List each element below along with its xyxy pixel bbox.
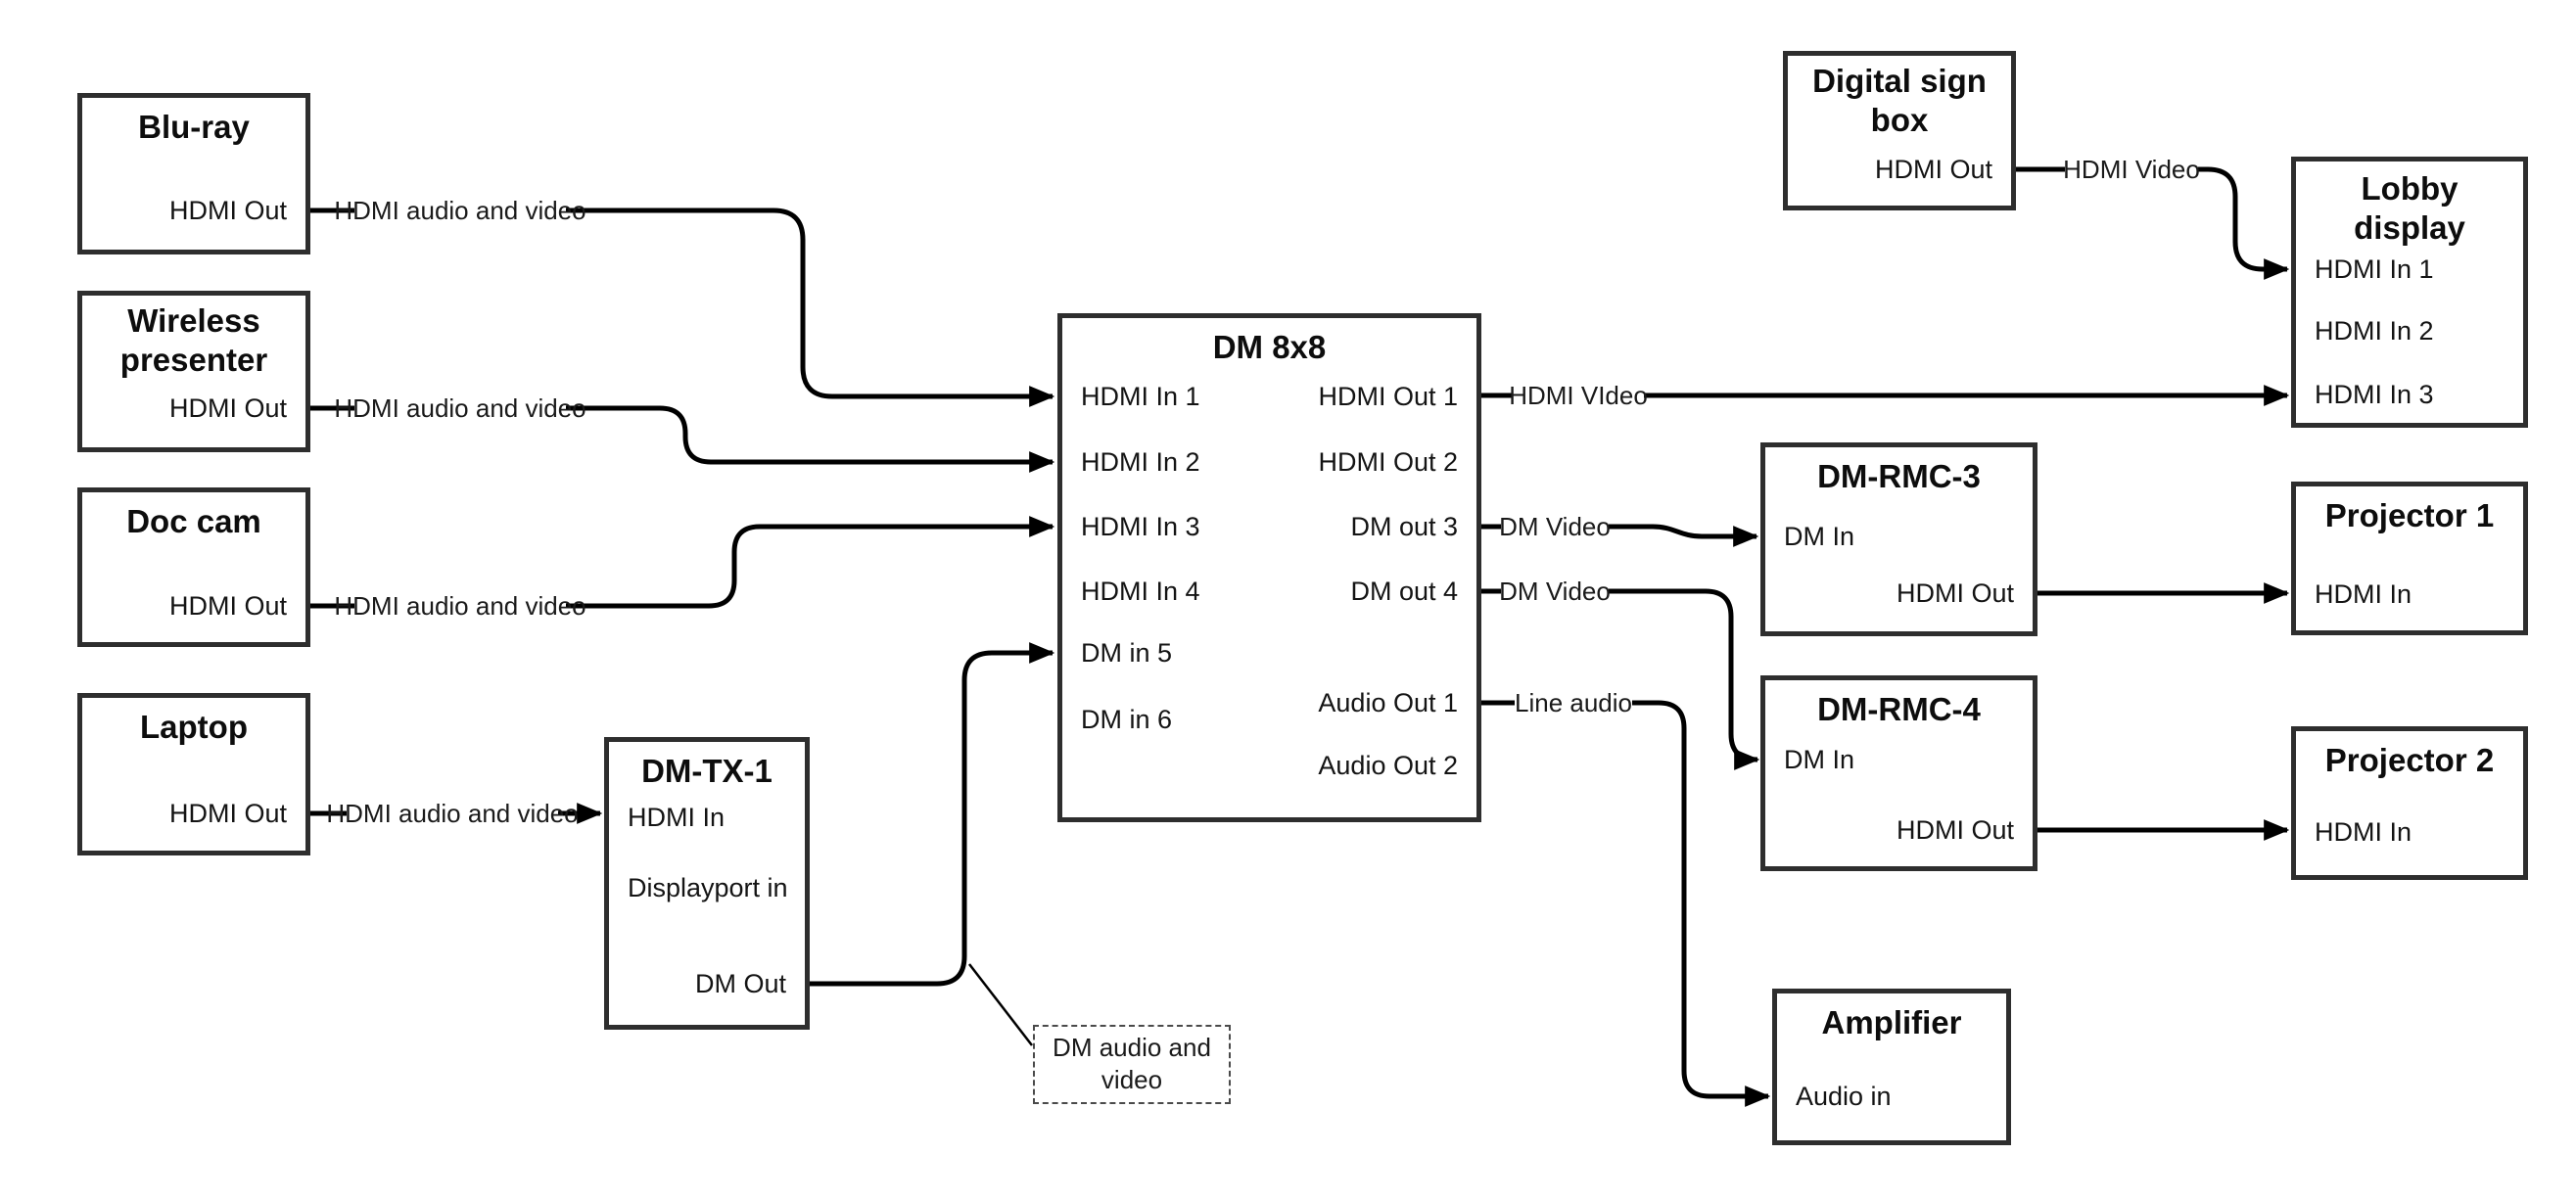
port-rmc4-hdmi-out: HDMI Out: [1896, 815, 2014, 845]
wire-label-digital-sign: HDMI Video: [2063, 153, 2200, 186]
port-laptop-hdmi-out: HDMI Out: [168, 799, 287, 828]
node-lobby-display: Lobby display HDMI In 1 HDMI In 2 HDMI I…: [2291, 157, 2528, 428]
port-projector1-hdmi-in: HDMI In: [2315, 579, 2412, 609]
port-dm8x8-hdmi-in-1: HDMI In 1: [1081, 382, 1200, 411]
port-rmc3-dm-in: DM In: [1784, 522, 1855, 551]
port-dm8x8-hdmi-in-2: HDMI In 2: [1081, 447, 1200, 477]
wire-label-dm-out-4: DM Video: [1499, 575, 1611, 608]
node-wireless-presenter-title: Wireless presenter: [119, 302, 268, 378]
wire-dm8x8-dmout4-to-rmc4-dm-in: [1481, 588, 1760, 770]
wire-dm8x8-audioout1-to-amplifier: [1481, 700, 1771, 1107]
port-lobby-hdmi-in-3: HDMI In 3: [2315, 380, 2434, 409]
svg-text:HDMI audio and video: HDMI audio and video: [334, 196, 585, 225]
wire-label-wireless: HDMI audio and video: [334, 392, 586, 425]
node-dm-rmc-3-title: DM-RMC-3: [1817, 458, 1981, 494]
node-amplifier-title: Amplifier: [1821, 1004, 1962, 1040]
port-dm8x8-hdmi-in-4: HDMI In 4: [1081, 577, 1200, 606]
port-projector2-hdmi-in: HDMI In: [2315, 817, 2412, 847]
port-dmtx1-displayport-in: Displayport in: [628, 873, 788, 902]
port-dm8x8-dm-in-5: DM in 5: [1081, 638, 1173, 668]
port-dm8x8-audio-out-1: Audio Out 1: [1318, 688, 1458, 717]
port-dm8x8-audio-out-2: Audio Out 2: [1318, 751, 1458, 780]
wire-wireless-to-dm8x8-hdmi-in-2: [310, 405, 1055, 473]
svg-text:HDMI audio and video: HDMI audio and video: [334, 393, 585, 423]
node-dm-8x8-title: DM 8x8: [1212, 329, 1327, 365]
port-dm8x8-dm-out-3: DM out 3: [1350, 512, 1458, 541]
port-rmc4-dm-in: DM In: [1784, 745, 1855, 774]
port-dm8x8-hdmi-in-3: HDMI In 3: [1081, 512, 1200, 541]
wire-label-laptop: HDMI audio and video: [326, 797, 579, 830]
wire-dm8x8-dmout3-to-rmc3-dm-in: [1481, 524, 1759, 547]
svg-text:HDMI audio and video: HDMI audio and video: [334, 591, 585, 621]
port-dm8x8-hdmi-out-1: HDMI Out 1: [1318, 382, 1458, 411]
port-lobby-hdmi-in-2: HDMI In 2: [2315, 316, 2434, 346]
node-laptop-title: Laptop: [140, 709, 248, 745]
node-wireless-presenter: Wireless presenter HDMI Out: [77, 291, 310, 452]
port-amplifier-audio-in: Audio in: [1796, 1082, 1892, 1111]
wire-label-bluray: HDMI audio and video: [334, 194, 586, 227]
node-dm-rmc-4: DM-RMC-4 DM In HDMI Out: [1760, 675, 2037, 871]
port-wireless-hdmi-out: HDMI Out: [168, 393, 287, 423]
node-projector-1: Projector 1 HDMI In: [2291, 482, 2528, 635]
node-dm-rmc-4-title: DM-RMC-4: [1817, 691, 1981, 727]
port-dmtx1-hdmi-in: HDMI In: [628, 803, 726, 832]
node-projector-2-title: Projector 2: [2324, 742, 2495, 778]
node-projector-2: Projector 2 HDMI In: [2291, 726, 2528, 880]
node-digital-sign-box-title: Digital sign box: [1812, 63, 1987, 138]
node-projector-1-title: Projector 1: [2324, 497, 2495, 533]
note-dm-audio-and-video: DM audio and video: [1033, 1025, 1231, 1104]
wire-label-dm-out-3: DM Video: [1499, 510, 1611, 543]
node-doc-cam-title: Doc cam: [126, 503, 261, 539]
node-dm-tx-1: DM-TX-1 HDMI In Displayport in DM Out: [604, 737, 810, 1030]
node-dm-rmc-3: DM-RMC-3 DM In HDMI Out: [1760, 442, 2037, 636]
port-bluray-hdmi-out: HDMI Out: [168, 196, 287, 225]
node-blu-ray: Blu-ray HDMI Out: [77, 93, 310, 254]
svg-text:DM Video: DM Video: [1499, 512, 1611, 541]
wire-digitalsign-to-lobby-hdmi-in-1: [2016, 166, 2290, 280]
port-dm8x8-hdmi-out-2: HDMI Out 2: [1318, 447, 1458, 477]
wire-doccam-to-dm8x8-hdmi-in-3: [310, 516, 1055, 609]
node-dm-8x8: DM 8x8 HDMI In 1 HDMI In 2 HDMI In 3 HDM…: [1057, 313, 1481, 822]
port-lobby-hdmi-in-1: HDMI In 1: [2315, 254, 2434, 284]
svg-text:HDMI audio and video: HDMI audio and video: [326, 799, 578, 828]
svg-text:Line audio: Line audio: [1515, 688, 1632, 717]
svg-text:DM Video: DM Video: [1499, 577, 1611, 606]
wire-label-doccam: HDMI audio and video: [334, 589, 586, 623]
node-blu-ray-title: Blu-ray: [138, 109, 250, 145]
wire-dmtx1-dmout-to-dm8x8-dm-in-5: [810, 642, 1055, 987]
port-dmtx1-dm-out: DM Out: [694, 969, 786, 998]
node-doc-cam: Doc cam HDMI Out: [77, 487, 310, 647]
node-laptop: Laptop HDMI Out: [77, 693, 310, 855]
note-callout-line: [968, 963, 1033, 1046]
node-dm-tx-1-title: DM-TX-1: [641, 753, 773, 789]
wire-label-hdmi-out-1: HDMI VIdeo: [1509, 379, 1648, 412]
node-lobby-display-title: Lobby display: [2354, 170, 2465, 246]
node-digital-sign-box: Digital sign box HDMI Out: [1783, 51, 2016, 210]
port-doccam-hdmi-out: HDMI Out: [168, 591, 287, 621]
wire-label-audio-out-1: Line audio: [1515, 686, 1632, 719]
port-dm8x8-dm-out-4: DM out 4: [1350, 577, 1458, 606]
port-rmc3-hdmi-out: HDMI Out: [1896, 578, 2014, 608]
port-dm8x8-dm-in-6: DM in 6: [1081, 705, 1173, 734]
port-digitalsign-hdmi-out: HDMI Out: [1874, 155, 1992, 184]
wire-bluray-to-dm8x8-hdmi-in-1: [310, 208, 1055, 407]
svg-text:HDMI Video: HDMI Video: [2063, 155, 2200, 184]
node-amplifier: Amplifier Audio in: [1772, 989, 2011, 1145]
svg-text:HDMI VIdeo: HDMI VIdeo: [1509, 381, 1648, 410]
